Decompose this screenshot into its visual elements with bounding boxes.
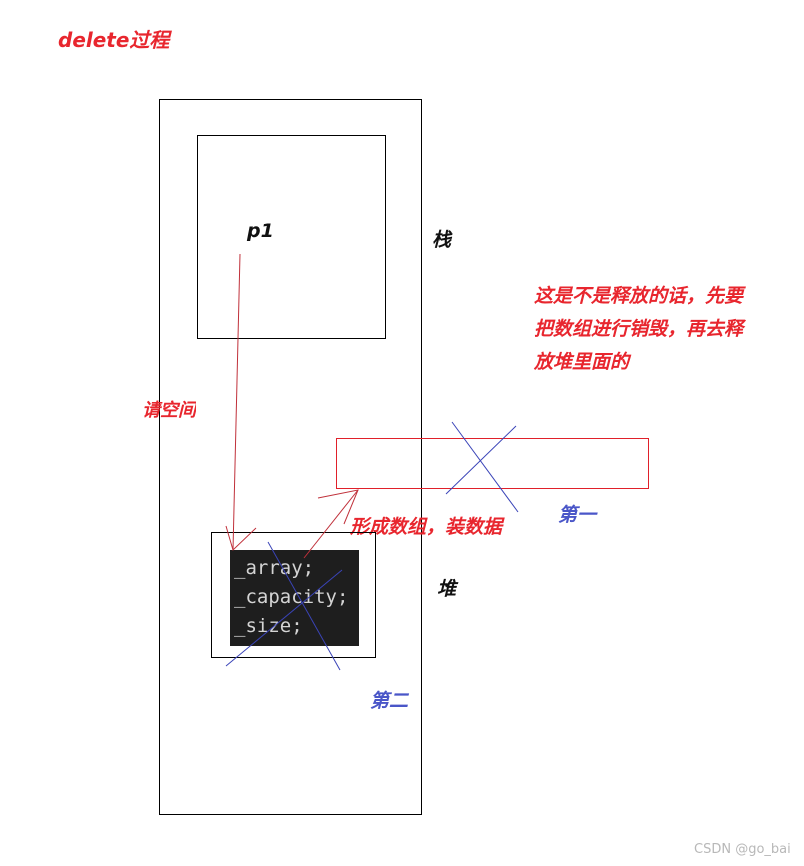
release-note: 这是不是释放的话，先要 把数组进行销毁，再去释 放堆里面的 [534, 285, 743, 373]
pointer-arrow-line [232, 253, 241, 551]
stack-label: 栈 [432, 229, 452, 251]
data-array-box [336, 438, 649, 489]
pointer-p1-label: p1 [247, 220, 274, 242]
arrow-label: 形成数组，装数据 [350, 516, 503, 538]
code-line-capacity: _capacity; [234, 586, 349, 608]
cross-first-line-b [445, 425, 517, 495]
memory-outer-frame [159, 99, 422, 815]
release-note-line-1: 这是不是释放的话，先要 [534, 285, 744, 307]
cross-first-line-a [451, 421, 519, 513]
diagram-title: delete过程 [58, 28, 170, 52]
heap-object-box [211, 532, 376, 658]
code-line-size: _size; [234, 615, 303, 637]
member-code-block: _array; _capacity; _size; [230, 550, 359, 646]
array-arrow-line [303, 489, 359, 559]
release-note-line-3: 放堆里面的 [534, 350, 630, 373]
release-note-line-2: 把数组进行销毁，再去释 [534, 317, 744, 340]
cross-second-line-a [267, 541, 341, 671]
first-step-label: 第一 [558, 504, 597, 526]
pointer-arrow-head [225, 525, 257, 551]
space-label: 请空间 [142, 400, 196, 421]
heap-label: 堆 [437, 578, 457, 600]
cross-second-line-b [225, 569, 343, 667]
watermark-text: CSDN @go_bai [694, 842, 791, 857]
stack-frame-box [197, 135, 386, 339]
array-arrow-head [317, 489, 359, 525]
code-line-array: _array; [234, 557, 315, 579]
second-step-label: 第二 [370, 690, 409, 712]
